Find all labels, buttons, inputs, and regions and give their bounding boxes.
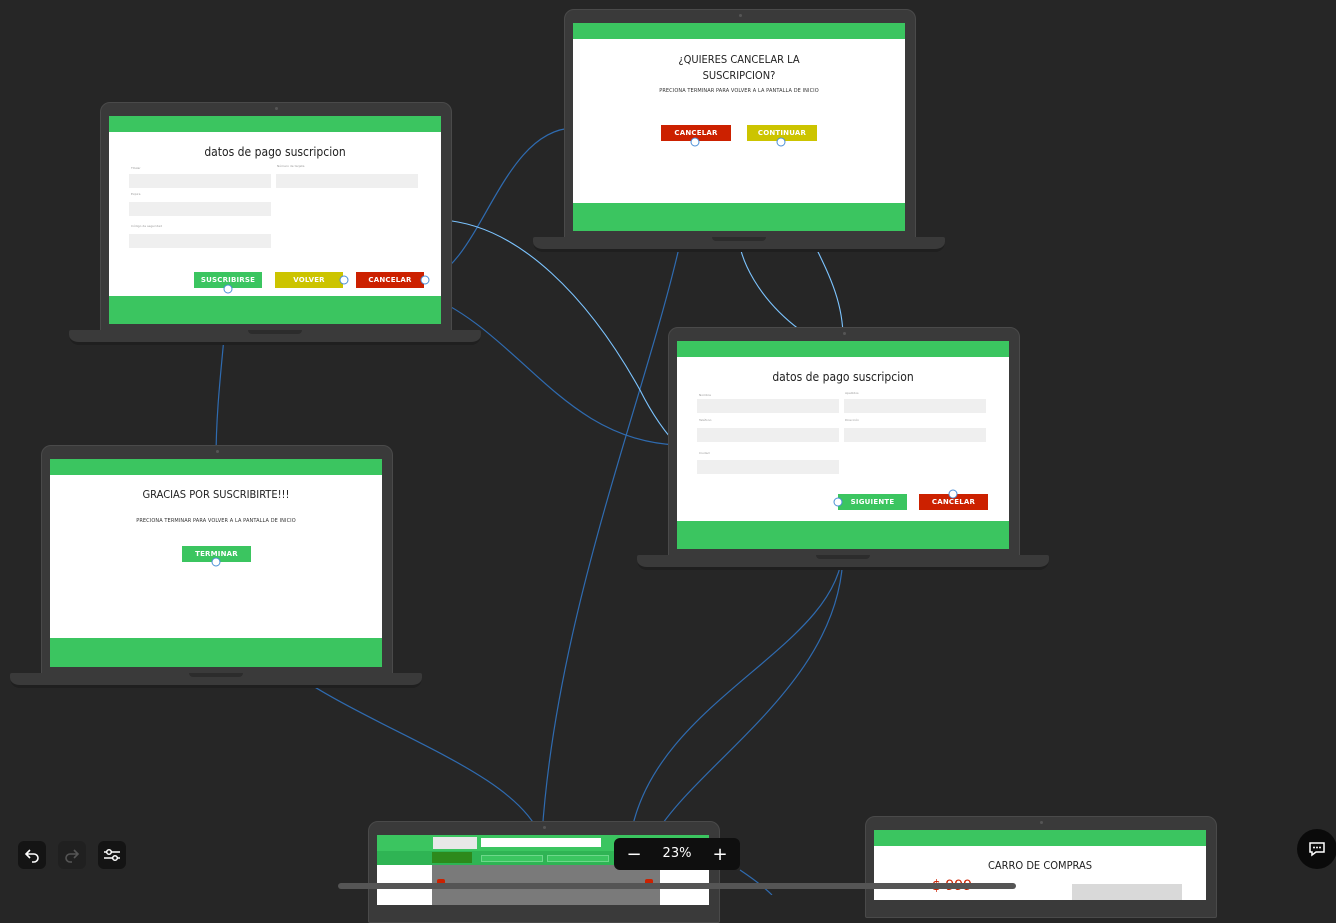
connector-dot[interactable] bbox=[776, 137, 786, 147]
back-button[interactable]: VOLVER bbox=[275, 272, 343, 288]
category-select[interactable] bbox=[432, 852, 472, 863]
screen-pago-2: datos de pago suscripcion Nombre Apellid… bbox=[677, 341, 1009, 549]
finish-button[interactable]: TERMINAR bbox=[182, 546, 251, 562]
nav-link[interactable] bbox=[481, 855, 543, 862]
horizontal-scrollbar[interactable] bbox=[338, 883, 1016, 889]
redo-button[interactable] bbox=[58, 841, 86, 869]
field-label: Teléfono bbox=[699, 418, 712, 422]
undo-button[interactable] bbox=[18, 841, 46, 869]
undo-icon bbox=[24, 849, 39, 863]
field-label: Nombre bbox=[699, 393, 711, 397]
connector-dot[interactable] bbox=[211, 557, 221, 567]
slider-next-icon[interactable] bbox=[645, 879, 653, 885]
wire-home-to-pago2-b bbox=[654, 547, 844, 836]
field-label: Número de tarjeta bbox=[277, 164, 305, 168]
dialog-subtitle: PRECIONA TERMINAR PARA VOLVER A LA PANTA… bbox=[659, 88, 819, 94]
zoom-control: − 23% + bbox=[614, 838, 740, 870]
wire-cancel-to-pago2 bbox=[419, 291, 678, 446]
page-title: datos de pago suscripcion bbox=[772, 370, 914, 384]
field-label: Código de seguridad bbox=[131, 224, 162, 228]
connector-dot[interactable] bbox=[833, 497, 843, 507]
holder-field[interactable] bbox=[129, 174, 271, 188]
field-label: Apellidos bbox=[845, 391, 859, 395]
phone-field[interactable] bbox=[697, 428, 839, 442]
connector-dot[interactable] bbox=[690, 137, 700, 147]
cvv-field[interactable] bbox=[129, 234, 271, 248]
name-field[interactable] bbox=[697, 399, 839, 413]
cancel-subscription-button[interactable]: CANCELAR bbox=[661, 125, 731, 141]
address-field[interactable] bbox=[844, 428, 986, 442]
screen-cart: CARRO DE COMPRAS $ 999 bbox=[874, 830, 1206, 900]
search-input[interactable] bbox=[481, 838, 601, 847]
thanks-title: GRACIAS POR SUSCRIBIRTE!!! bbox=[142, 488, 290, 501]
nav-link[interactable] bbox=[547, 855, 609, 862]
field-label: Titular bbox=[131, 166, 141, 170]
banner-image bbox=[433, 837, 477, 849]
wire-home-to-pago2-a bbox=[629, 547, 844, 841]
zoom-level: 23% bbox=[662, 846, 692, 861]
connector-dot[interactable] bbox=[420, 275, 430, 285]
next-button[interactable]: SIGUIENTE bbox=[838, 494, 907, 510]
zoom-out-button[interactable]: − bbox=[626, 843, 642, 865]
continue-button[interactable]: CONTINUAR bbox=[747, 125, 817, 141]
dialog-title-line1: ¿QUIERES CANCELAR LA bbox=[678, 53, 800, 66]
page-title: datos de pago suscripcion bbox=[204, 145, 346, 159]
field-label: Dirección bbox=[845, 418, 860, 422]
connector-dot[interactable] bbox=[948, 489, 958, 499]
expiry-field[interactable] bbox=[129, 202, 271, 216]
sliders-icon bbox=[104, 848, 120, 862]
subscribe-button[interactable]: SUSCRIBIRSE bbox=[194, 272, 262, 288]
field-label: Ciudad bbox=[699, 451, 710, 455]
thanks-subtitle: PRECIONA TERMINAR PARA VOLVER A LA PANTA… bbox=[136, 518, 296, 524]
chat-icon bbox=[1309, 842, 1325, 857]
cancel-button[interactable]: CANCELAR bbox=[919, 494, 988, 510]
redo-icon bbox=[65, 849, 80, 863]
chat-button[interactable] bbox=[1297, 829, 1336, 869]
dialog-title-line2: SUSCRIPCION? bbox=[702, 69, 776, 82]
connector-dot[interactable] bbox=[223, 284, 233, 294]
lastname-field[interactable] bbox=[844, 399, 986, 413]
screen-thanks: GRACIAS POR SUSCRIBIRTE!!! PRECIONA TERM… bbox=[50, 459, 382, 667]
product-image bbox=[1072, 884, 1182, 900]
field-label: Expira bbox=[131, 192, 141, 196]
settings-button[interactable] bbox=[98, 841, 126, 869]
connector-dot[interactable] bbox=[339, 275, 349, 285]
zoom-in-button[interactable]: + bbox=[712, 843, 728, 865]
cart-title: CARRO DE COMPRAS bbox=[987, 859, 1093, 872]
cancel-button[interactable]: CANCELAR bbox=[356, 272, 424, 288]
screen-pago-1: datos de pago suscripcion Titular Número… bbox=[109, 116, 441, 324]
city-field[interactable] bbox=[697, 460, 839, 474]
screen-cancel-dialog: ¿QUIERES CANCELAR LA SUSCRIPCION? PRECIO… bbox=[573, 23, 905, 231]
card-number-field[interactable] bbox=[276, 174, 418, 188]
slider-prev-icon[interactable] bbox=[437, 879, 445, 885]
